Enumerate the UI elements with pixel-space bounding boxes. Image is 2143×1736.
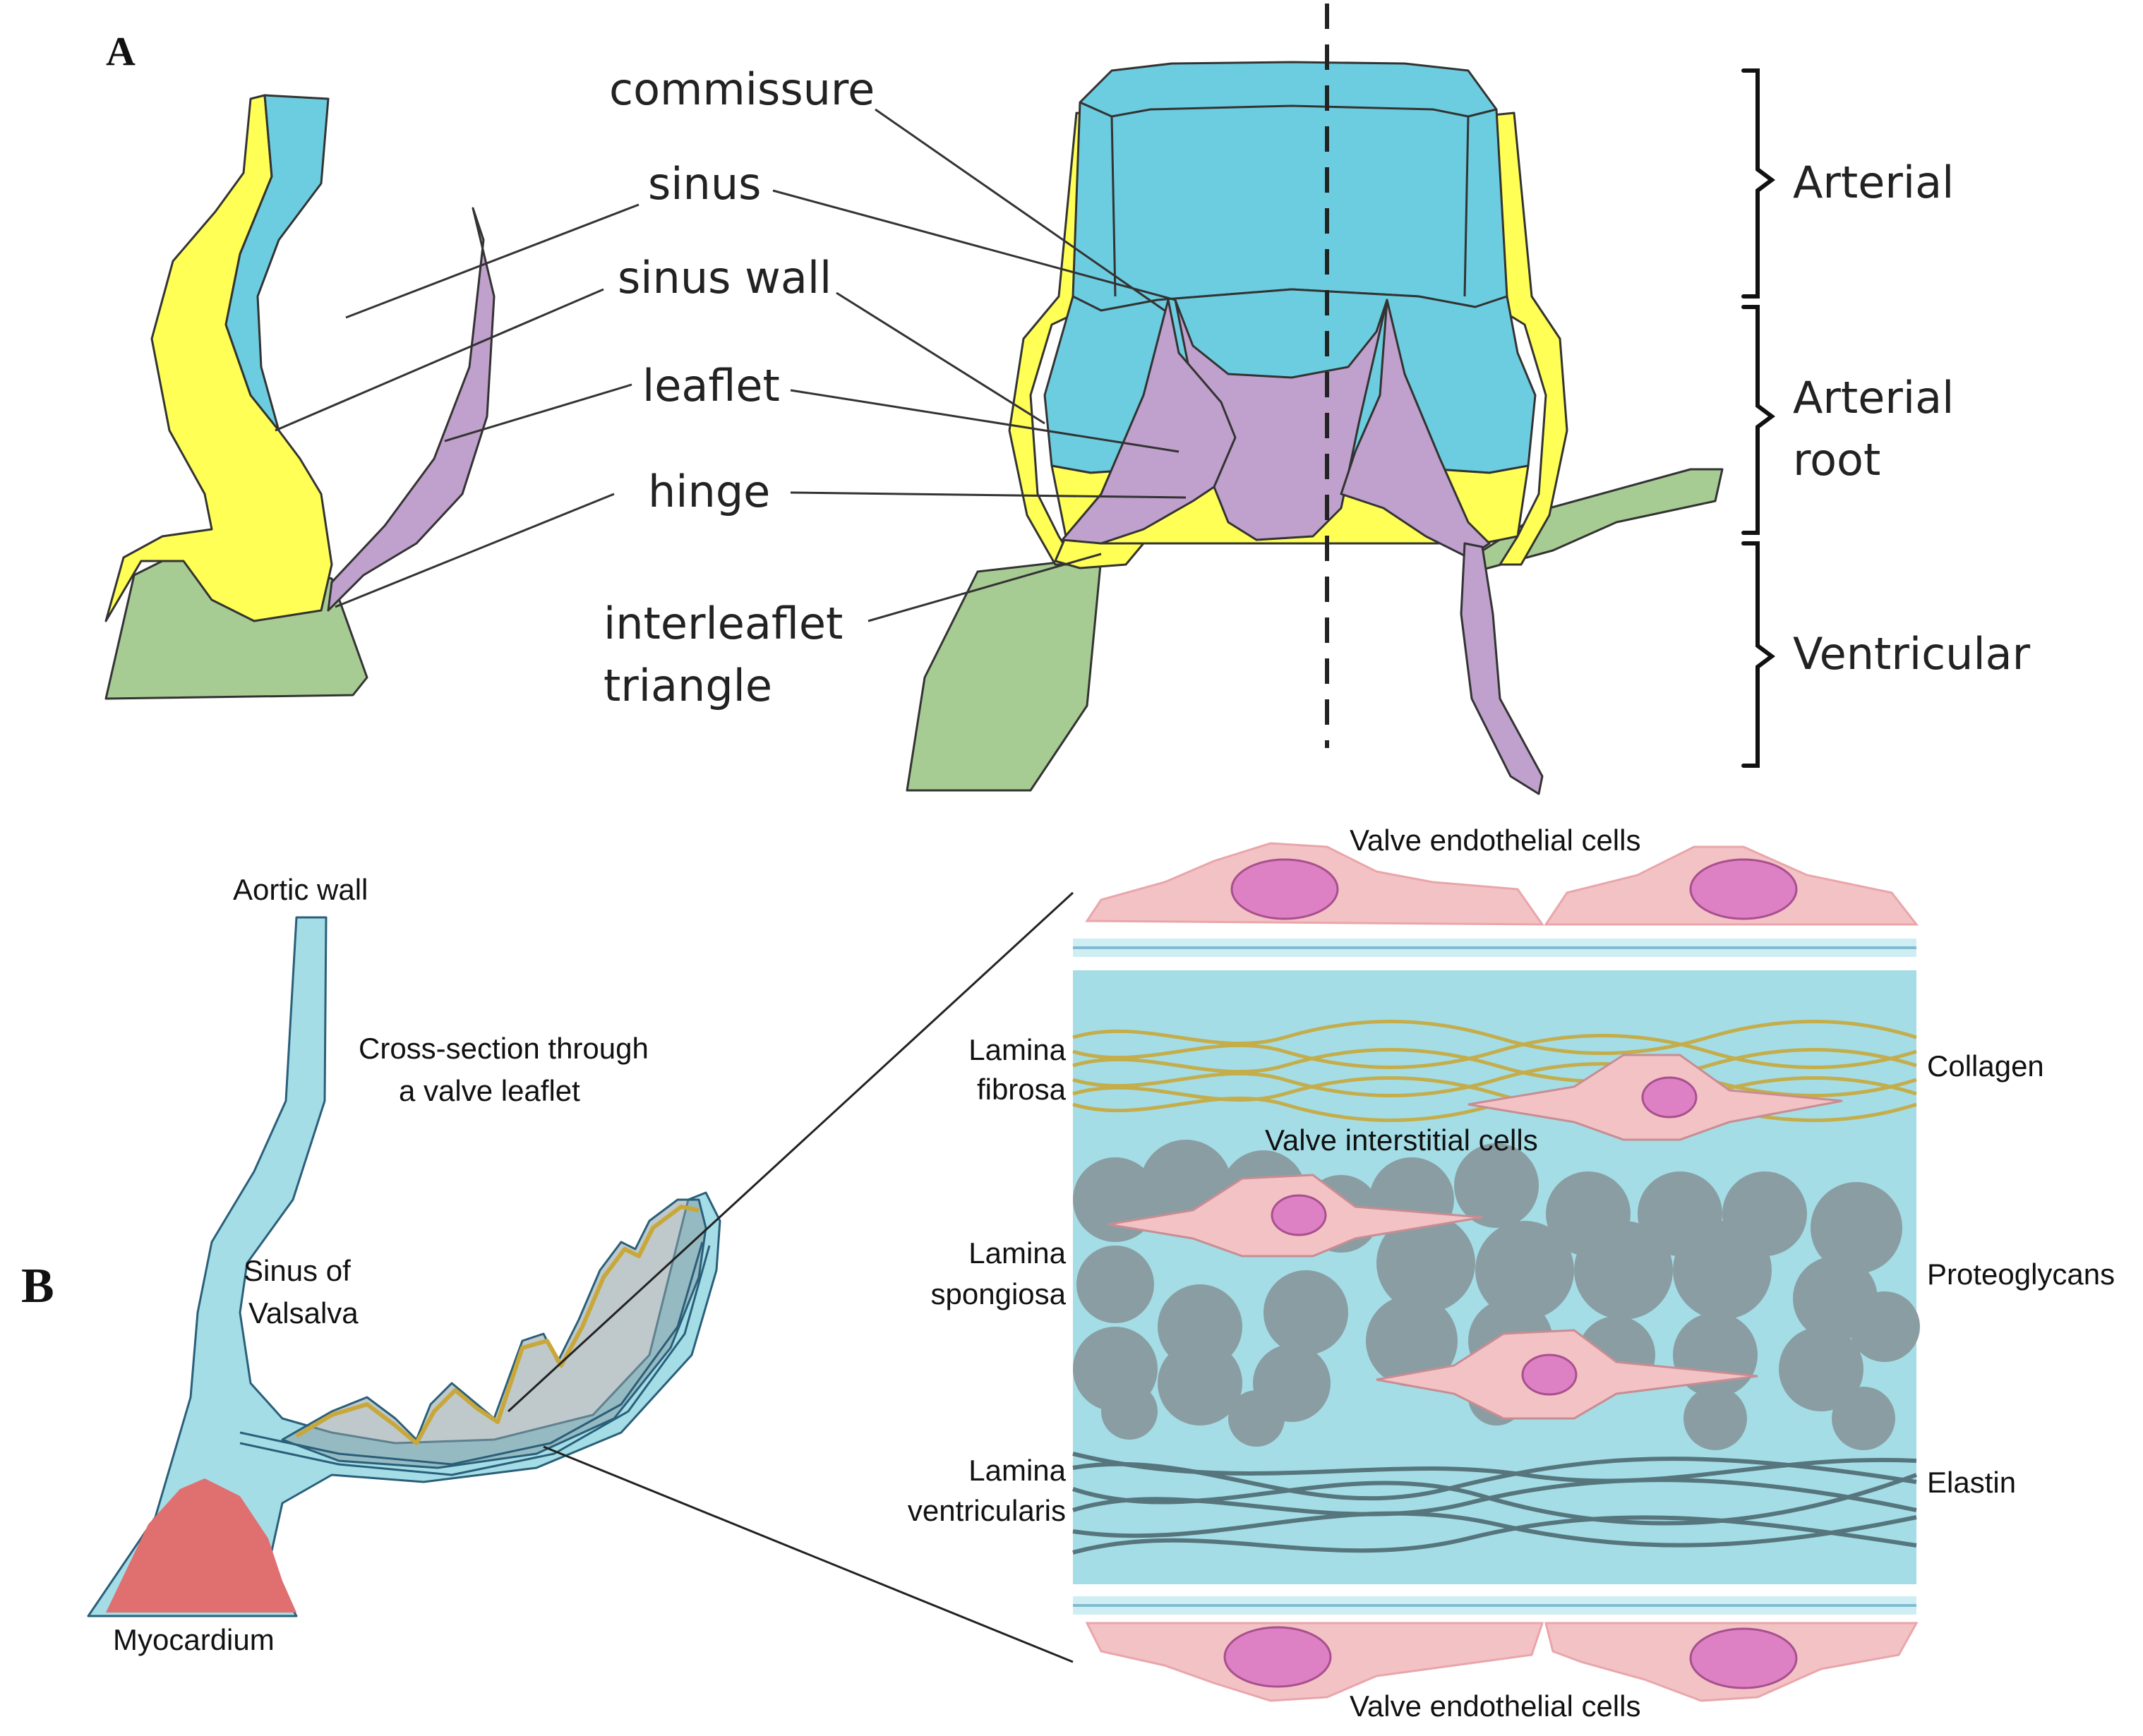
- aortic-root-3d: [906, 4, 1724, 795]
- label-hinge: hinge: [648, 466, 770, 517]
- nucleus-top-1: [1230, 858, 1339, 920]
- label-lamina-spongiosa-1: Lamina: [968, 1236, 1066, 1270]
- label-sinus-1: Sinus of: [244, 1254, 351, 1287]
- label-sinus: sinus: [648, 158, 761, 210]
- region-ventricular: Ventricular: [1793, 628, 2031, 680]
- label-interstitial: Valve interstitial cells: [1265, 1123, 1538, 1157]
- label-proteoglycans: Proteoglycans: [1927, 1258, 2115, 1291]
- region-brackets: [1741, 68, 1775, 768]
- panel-b-inset-labels: Valve endothelial cells Valve endothelia…: [908, 824, 2115, 1723]
- label-elastin: Elastin: [1927, 1466, 2016, 1499]
- region-arterial: Arterial: [1793, 157, 1954, 208]
- hanging-leaflet: [1460, 542, 1544, 795]
- nucleus-top-2: [1689, 858, 1798, 920]
- panel-a-labels: commissure sinus sinus wall leaflet hing…: [604, 64, 875, 711]
- label-lamina-spongiosa-2: spongiosa: [931, 1277, 1067, 1310]
- tissue-inset: [1072, 842, 1920, 1702]
- panel-b-letter: B: [21, 1259, 54, 1313]
- label-collagen: Collagen: [1927, 1049, 2044, 1083]
- label-cross-section-2: a valve leaflet: [399, 1074, 580, 1107]
- label-endothelial-top: Valve endothelial cells: [1350, 824, 1640, 857]
- arterial-tube: [1072, 61, 1508, 312]
- right-root-leaflet: [1340, 299, 1491, 559]
- panel-a: A: [104, 4, 2031, 795]
- leaflet-line-2: [239, 1245, 711, 1476]
- aortic-wall-section: [87, 916, 721, 1617]
- panel-a-letter: A: [106, 28, 136, 74]
- left-sinus-wall-blue: [224, 94, 330, 432]
- label-myocardium: Myocardium: [113, 1623, 275, 1656]
- left-root-leaflet: [1061, 299, 1237, 545]
- label-cross-section-1: Cross-section through: [359, 1032, 649, 1065]
- region-arterial-root-2: root: [1793, 434, 1880, 486]
- label-triangle: triangle: [604, 660, 772, 711]
- label-lamina-ventricularis-1: Lamina: [968, 1454, 1066, 1487]
- label-lamina-fibrosa-1: Lamina: [968, 1033, 1066, 1066]
- region-labels: Arterial Arterial root Ventricular: [1793, 157, 2031, 680]
- tube-rim-left: [1110, 116, 1117, 297]
- nucleus-bottom-2: [1689, 1627, 1798, 1689]
- nucleus-bottom-1: [1223, 1626, 1332, 1688]
- left-leaflet: [327, 207, 496, 612]
- leaflet-line-1: [239, 1241, 704, 1466]
- label-endothelial-bottom: Valve endothelial cells: [1350, 1689, 1640, 1723]
- label-sinus-wall: sinus wall: [618, 252, 832, 303]
- panel-b: B Aortic wall Cross-section through a va…: [21, 824, 2115, 1723]
- label-lamina-ventricularis-2: ventricularis: [908, 1494, 1066, 1527]
- label-commissure: commissure: [609, 64, 875, 115]
- panel-b-left-labels: Aortic wall Cross-section through a valv…: [113, 873, 649, 1656]
- zoom-lines: [507, 891, 1074, 1663]
- leaflet-fibrosa-wave: [295, 1205, 700, 1445]
- aortic-root-section: [104, 94, 496, 700]
- bracket-arterial: [1741, 68, 1775, 299]
- region-arterial-root-1: Arterial: [1793, 372, 1954, 423]
- interstitial-cells: [1107, 1054, 1843, 1420]
- elastin-fibres: [1072, 1452, 1918, 1555]
- nucleus-int-1: [1641, 1076, 1698, 1119]
- leaflet-layers: [281, 1198, 707, 1469]
- panel-a-leader-lines: [275, 108, 1187, 622]
- nucleus-int-2: [1271, 1194, 1327, 1236]
- label-lamina-fibrosa-2: fibrosa: [977, 1073, 1067, 1106]
- label-aortic-wall: Aortic wall: [233, 873, 368, 906]
- tube-rim-right: [1463, 116, 1470, 297]
- label-interleaflet: interleaflet: [604, 598, 843, 649]
- label-sinus-2: Valsalva: [248, 1296, 359, 1330]
- nucleus-int-3: [1521, 1354, 1578, 1396]
- myocardium: [106, 1478, 296, 1613]
- bracket-ventricular: [1741, 541, 1775, 768]
- right-left-muscle: [906, 556, 1103, 792]
- bracket-root: [1741, 305, 1775, 535]
- label-leaflet: leaflet: [642, 360, 780, 411]
